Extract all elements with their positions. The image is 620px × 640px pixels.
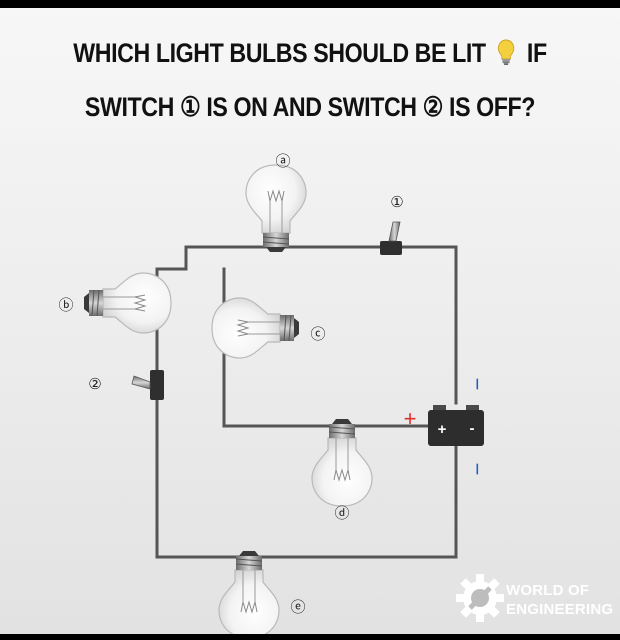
- switch-2: [131, 370, 164, 400]
- question-title-line-2: SWITCH ① IS ON AND SWITCH ② IS OFF?: [84, 92, 536, 122]
- bulb-a-label: ⓐ: [275, 152, 290, 170]
- brand-line-2: ENGINEERING: [506, 601, 613, 618]
- bulb-e: [218, 550, 280, 634]
- bulb-a: [245, 164, 307, 253]
- battery-minus-sign-top: −: [465, 378, 490, 391]
- switch-1-label: ①: [390, 193, 403, 211]
- question-text-part-2: IF: [526, 38, 547, 68]
- puzzle-card: WHICH LIGHT BULBS SHOULD BE LIT IF SWITC…: [0, 8, 620, 634]
- bulb-b-label: ⓑ: [58, 296, 73, 314]
- bulb-b: [83, 272, 172, 334]
- bulb-d: [311, 418, 373, 507]
- question-title-line-1: WHICH LIGHT BULBS SHOULD BE LIT IF: [43, 38, 576, 69]
- switch-2-label: ②: [88, 375, 101, 393]
- battery-minus-sign-bottom: −: [465, 463, 490, 476]
- bulb-e-label: ⓔ: [290, 598, 305, 616]
- bulb-c-label: ⓒ: [310, 325, 325, 343]
- switch-1: [380, 221, 402, 255]
- lightbulb-icon: [498, 39, 515, 65]
- brand-line-1: WORLD OF: [506, 582, 589, 599]
- world-of-engineering-logo: WORLD OF ENGINEERING: [456, 574, 613, 622]
- battery-terminal-minus: -: [470, 420, 475, 437]
- bulb-c: [211, 297, 300, 359]
- battery-terminal-plus: +: [438, 421, 447, 438]
- bulb-d-label: ⓓ: [334, 504, 349, 522]
- question-text-part-1: WHICH LIGHT BULBS SHOULD BE LIT: [73, 38, 486, 68]
- gear-icon: [456, 574, 504, 622]
- circuit-wires: [155, 245, 458, 559]
- battery-plus-sign: +: [404, 406, 417, 431]
- circuit-diagram: ⓐ ⓑ ⓒ ⓓ ⓔ ① ②: [58, 152, 613, 634]
- battery: + -: [428, 405, 484, 446]
